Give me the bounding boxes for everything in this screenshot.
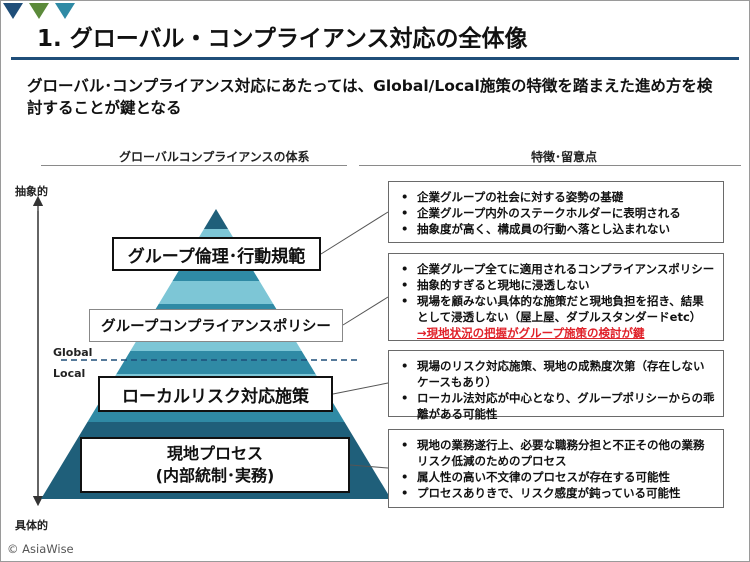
note-item: 抽象的すぎると現地に浸透しない bbox=[397, 277, 715, 293]
axis-label-bottom: 具体的 bbox=[15, 519, 48, 532]
note-warning: →現地状況の把握がグループ施策の検討が鍵 bbox=[417, 326, 645, 340]
pyramid-band-7 bbox=[116, 351, 316, 374]
note-item: ローカル法対応が中心となり、グループポリシーからの乖離がある可能性 bbox=[397, 390, 715, 422]
logo-triangle-3 bbox=[55, 3, 75, 19]
level-group-policy: グループコンプライアンスポリシー bbox=[89, 309, 343, 342]
page-subtitle: グローバル･コンプライアンス対応にあたっては、Global/Local施策の特徴… bbox=[27, 77, 713, 117]
note-box-ethics: 企業グループの社会に対する姿勢の基礎 企業グループ内外のステークホルダーに表明さ… bbox=[388, 181, 724, 243]
note-box-local-measures: 現場のリスク対応施策、現地の成熟度次第（存在しないケースもあり） ローカル法対応… bbox=[388, 350, 724, 421]
note-item: 企業グループ内外のステークホルダーに表明される bbox=[397, 205, 715, 221]
note-item: 属人性の高い不文律のプロセスが存在する可能性 bbox=[397, 469, 715, 485]
note-item: 現地の業務遂行上、必要な職務分担と不正その他の業務リスク低減のためのプロセス bbox=[397, 437, 715, 469]
level-site-process-line2: (内部統制･実務) bbox=[155, 466, 275, 485]
brand-logo-icon bbox=[3, 3, 75, 19]
zone-label-global: Global bbox=[53, 346, 93, 359]
pyramid-band-4 bbox=[158, 281, 274, 304]
pyramid-band-1 bbox=[203, 209, 229, 229]
level-group-ethics: グループ倫理･行動規範 bbox=[112, 237, 321, 271]
page-title: 1. グローバル・コンプライアンス対応の全体像 bbox=[37, 26, 528, 52]
level-site-process-line1: 現地プロセス bbox=[166, 444, 263, 463]
note-box-site-process: 現地の業務遂行上、必要な職務分担と不正その他の業務リスク低減のためのプロセス 属… bbox=[388, 429, 724, 508]
level-site-process: 現地プロセス (内部統制･実務) bbox=[80, 437, 350, 493]
axis-label-top: 抽象的 bbox=[15, 185, 48, 198]
note-item: 現場のリスク対応施策、現地の成熟度次第（存在しないケースもあり） bbox=[397, 358, 715, 390]
connector-4 bbox=[349, 464, 389, 469]
note-item: 企業グループの社会に対する姿勢の基礎 bbox=[397, 189, 715, 205]
column-rule-right bbox=[359, 165, 741, 166]
zone-label-local: Local bbox=[53, 367, 86, 380]
note-item: 現場を顧みない具体的な施策だと現地負担を招き、結果として浸透しない（屋上屋、ダブ… bbox=[397, 293, 715, 325]
logo-triangle-2 bbox=[29, 3, 49, 19]
note-item: 企業グループ全てに適用されるコンプライアンスポリシー bbox=[397, 261, 715, 277]
copyright: © AsiaWise bbox=[7, 542, 74, 556]
logo-triangle-1 bbox=[3, 3, 23, 19]
title-underline bbox=[11, 57, 739, 60]
column-header-right: 特徴･留意点 bbox=[531, 150, 598, 164]
column-header-left: グローバルコンプライアンスの体系 bbox=[119, 150, 310, 164]
connector-2 bbox=[342, 296, 389, 326]
connector-1 bbox=[320, 211, 389, 255]
note-item: 抽象度が高く、構成員の行動へ落とし込まれない bbox=[397, 221, 715, 237]
level-local-measures: ローカルリスク対応施策 bbox=[98, 376, 333, 412]
column-rule-left bbox=[41, 165, 347, 166]
connector-3 bbox=[332, 382, 389, 395]
note-item: プロセスありきで、リスク感度が鈍っている可能性 bbox=[397, 485, 715, 501]
note-box-policy: 企業グループ全てに適用されるコンプライアンスポリシー 抽象的すぎると現地に浸透し… bbox=[388, 253, 724, 341]
